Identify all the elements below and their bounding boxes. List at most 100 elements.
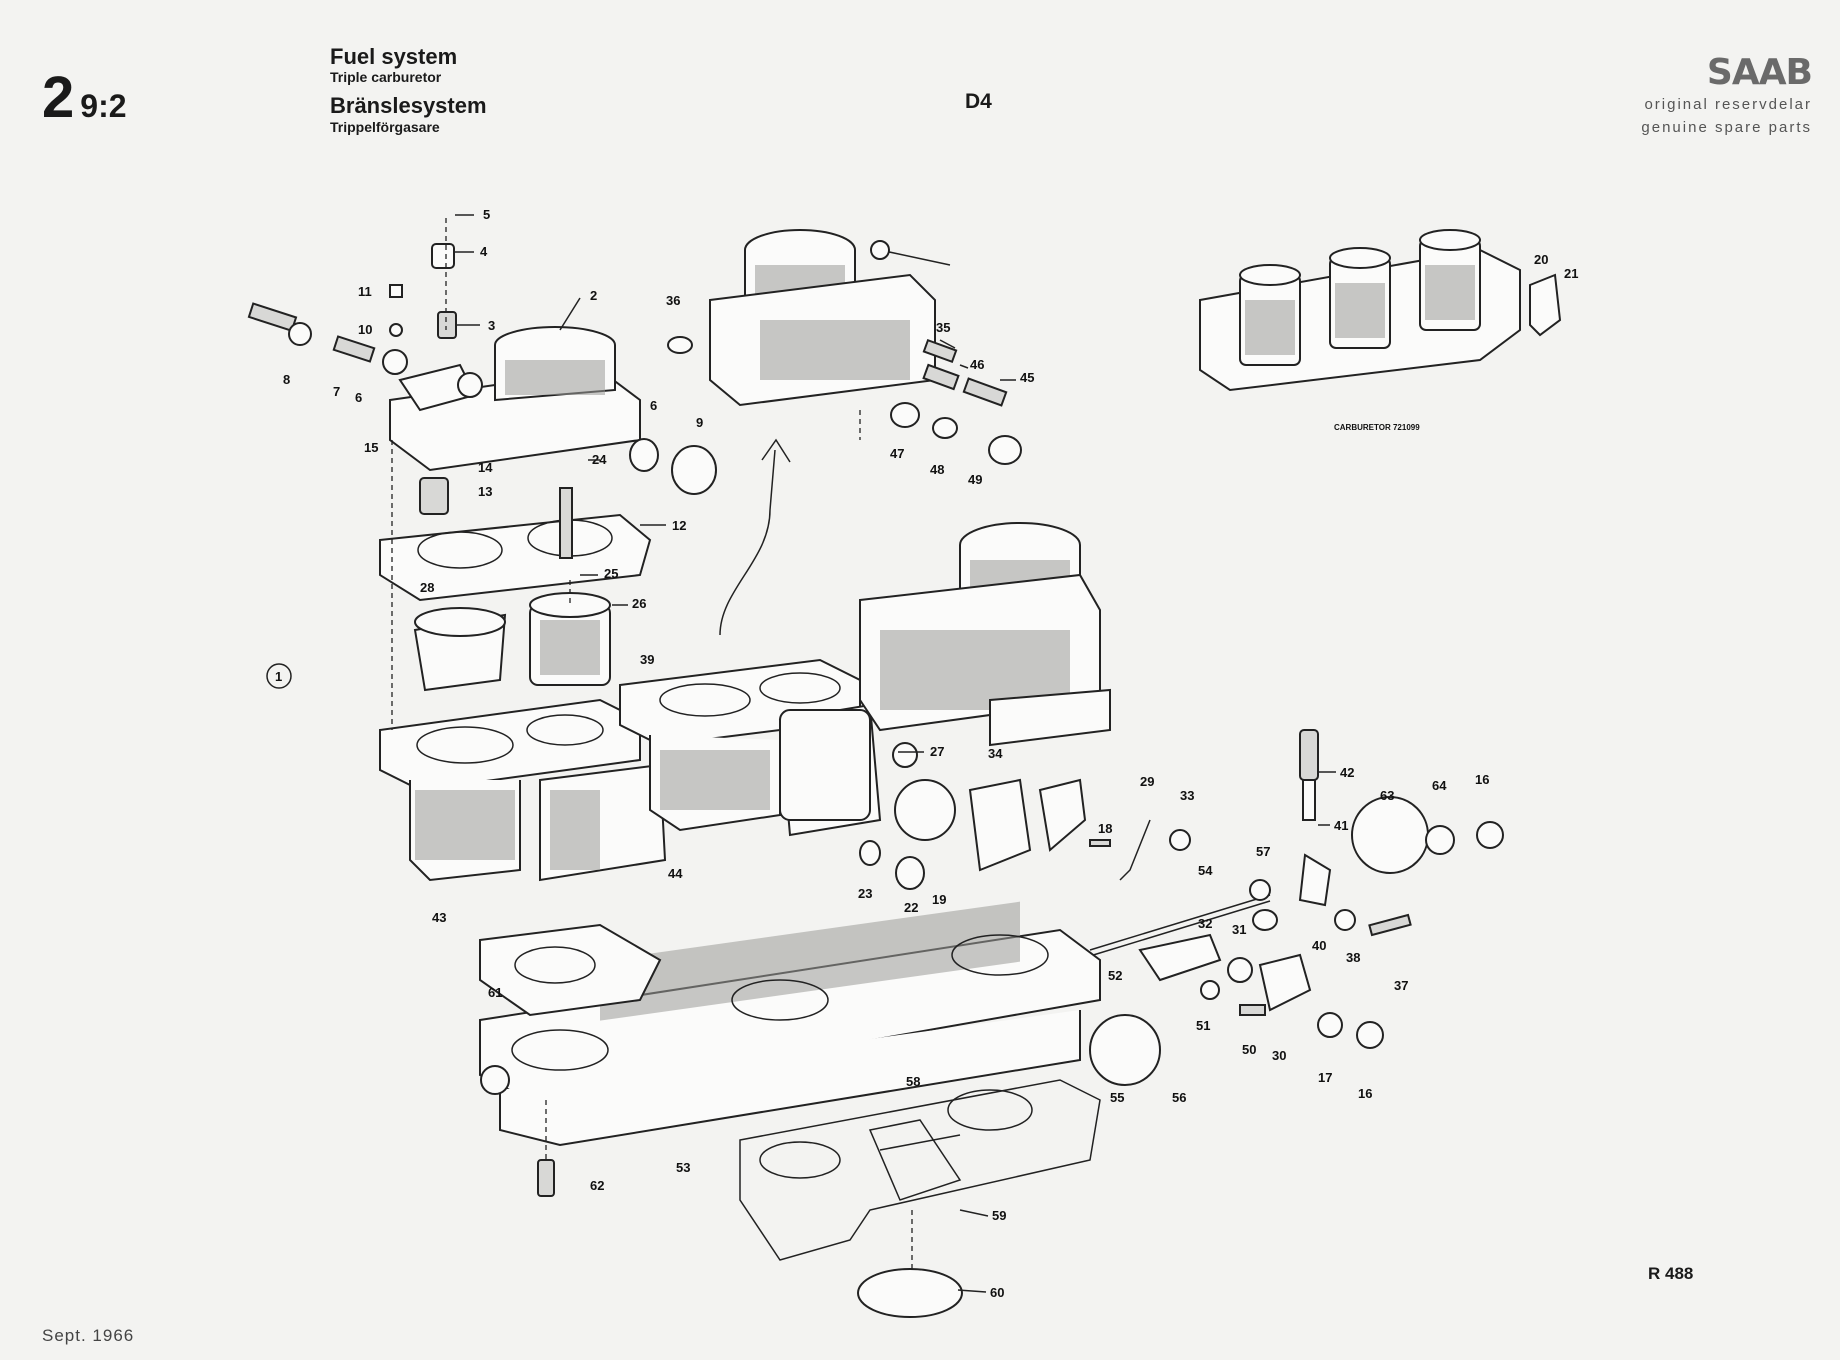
- part-label: 63: [1380, 788, 1394, 803]
- part-label: 5: [483, 207, 490, 222]
- print-date: Sept. 1966: [42, 1326, 135, 1345]
- part-label: 11: [358, 284, 372, 299]
- part-label: 25: [604, 566, 618, 581]
- part-label: 39: [640, 652, 654, 667]
- jet-screws-top: [667, 336, 1022, 465]
- part-label: 7: [333, 384, 340, 399]
- inset-caption: CARBURETOR 721099: [1334, 423, 1420, 432]
- brand-line-swedish: original reservdelar: [1644, 96, 1812, 113]
- part-label: 56: [1172, 1090, 1186, 1105]
- pump-linkage: [779, 709, 1191, 890]
- subtitle-english: Triple carburetor: [330, 69, 442, 86]
- part-label: 36: [666, 293, 680, 308]
- part-label: 62: [590, 1178, 604, 1193]
- part-label: 29: [1140, 774, 1154, 789]
- part-label: 10: [358, 322, 372, 337]
- title-block: Fuel system Triple carburetor Bränslesys…: [330, 44, 487, 143]
- part-label: 13: [478, 484, 492, 499]
- part-label: 16: [1358, 1086, 1372, 1101]
- part-label: 8: [283, 372, 290, 387]
- part-label: 41: [1334, 818, 1348, 833]
- intake-manifold: [479, 901, 1101, 1147]
- inset-assembled-carburetor: [1199, 229, 1562, 392]
- part-label: 33: [1180, 788, 1194, 803]
- leader-lines: [455, 214, 1336, 1293]
- part-label: 6: [650, 398, 657, 413]
- part-label: 6: [355, 390, 362, 405]
- cover-gasket: [379, 477, 652, 602]
- part-label: 26: [632, 596, 646, 611]
- lower-manifold: [739, 1079, 1101, 1318]
- part-label: 50: [1242, 1042, 1256, 1057]
- part-label: 14: [478, 460, 493, 475]
- base-gasket: [479, 923, 662, 1017]
- part-label: 54: [1198, 863, 1213, 878]
- part-label: 48: [930, 462, 944, 477]
- part-label: 34: [988, 746, 1003, 761]
- part-label: 35: [936, 320, 950, 335]
- carburetor-top-center: [709, 229, 951, 407]
- part-label: 23: [858, 886, 872, 901]
- part-label: 53: [676, 1160, 690, 1175]
- lift-arrow: [719, 449, 776, 636]
- part-label: 42: [1340, 765, 1354, 780]
- circled-marker-label: 1: [275, 669, 282, 684]
- part-label: 58: [906, 1074, 920, 1089]
- lift-arrowhead: [761, 438, 791, 463]
- part-label: 4: [480, 244, 488, 259]
- part-label: 17: [1318, 1070, 1332, 1085]
- part-labels: 2 3 4 5 6 6 7 8 9 10 11 12 13 14 15 16 1…: [283, 207, 1578, 1300]
- part-label: 60: [990, 1285, 1004, 1300]
- part-label: 49: [968, 472, 982, 487]
- part-label: 52: [1108, 968, 1122, 983]
- part-label: 31: [1232, 922, 1246, 937]
- part-label: 37: [1394, 978, 1408, 993]
- carburetor-right: [859, 522, 1111, 747]
- subsection-number: 9:2: [80, 88, 127, 124]
- part-label: 57: [1256, 844, 1270, 859]
- part-label: 64: [1432, 778, 1447, 793]
- part-label: 44: [668, 866, 683, 881]
- part-label: 27: [930, 744, 944, 759]
- fuel-inlet-fittings: [247, 218, 457, 375]
- title-english: Fuel system: [330, 44, 458, 69]
- part-label: 40: [1312, 938, 1326, 953]
- brand-block: SAAB original reservdelar genuine spare …: [1641, 52, 1813, 140]
- saab-logo: SAAB: [1706, 52, 1813, 93]
- part-label: 19: [932, 892, 946, 907]
- title-swedish: Bränslesystem: [330, 93, 487, 119]
- part-label: 2: [590, 288, 597, 303]
- part-label: 15: [364, 440, 378, 455]
- part-label: 61: [488, 985, 502, 1000]
- part-label: 18: [1098, 821, 1112, 836]
- section-number: 2: [42, 65, 75, 130]
- brand-line-english: genuine spare parts: [1641, 119, 1812, 137]
- part-label: 32: [1198, 916, 1212, 931]
- part-label: 22: [904, 900, 918, 915]
- part-label: 43: [432, 910, 446, 925]
- part-label: 16: [1475, 772, 1489, 787]
- part-label: 9: [696, 415, 703, 430]
- plug-and-washer: [629, 438, 717, 495]
- throttle-shaft-assembly: [1089, 729, 1504, 1086]
- part-label: 47: [890, 446, 904, 461]
- manifold-bolt: [537, 1100, 555, 1197]
- float-bowl-cover: [389, 326, 641, 472]
- subtitle-swedish: Trippelförgasare: [330, 118, 440, 135]
- carburetor-body-left: [379, 698, 667, 882]
- part-label: 30: [1272, 1048, 1286, 1063]
- circled-marker: [266, 663, 292, 689]
- part-label: 46: [970, 357, 984, 372]
- reference-code: R 488: [1648, 1264, 1694, 1283]
- part-label: 3: [488, 318, 495, 333]
- part-label: 20: [1534, 252, 1548, 267]
- model-code: D4: [965, 90, 992, 113]
- part-label: 28: [420, 580, 434, 595]
- part-label: 51: [1196, 1018, 1210, 1033]
- part-label: 55: [1110, 1090, 1124, 1105]
- part-label: 12: [672, 518, 686, 533]
- float-and-venturi: [413, 580, 611, 692]
- part-label: 38: [1346, 950, 1360, 965]
